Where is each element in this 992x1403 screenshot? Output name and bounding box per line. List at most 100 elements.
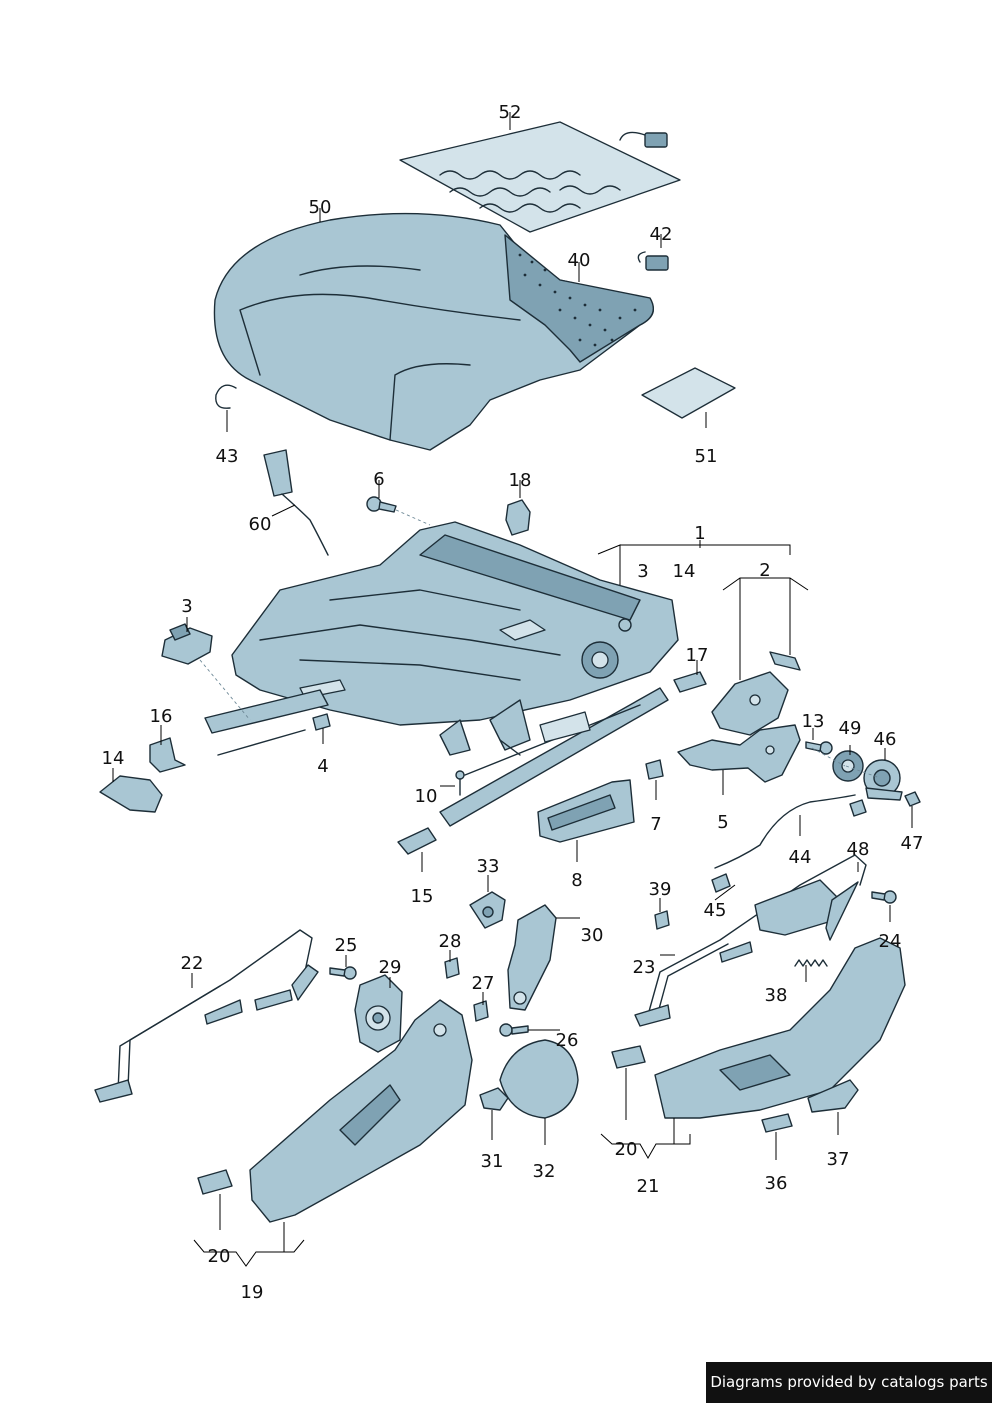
part-19-side-trim[interactable] xyxy=(249,999,473,1223)
part-36-clip[interactable] xyxy=(761,1113,793,1133)
part-46-disc[interactable] xyxy=(863,759,903,801)
callout-50: 50 xyxy=(308,197,332,218)
callout-28: 28 xyxy=(438,931,462,952)
part-5-bracket[interactable] xyxy=(677,724,801,783)
callout-5: 5 xyxy=(717,812,729,833)
part-51-pad[interactable] xyxy=(641,367,736,419)
callout-44: 44 xyxy=(788,847,812,868)
callout-48: 48 xyxy=(846,839,870,860)
callout-31: 31 xyxy=(480,1151,504,1172)
callout-21: 21 xyxy=(636,1176,660,1197)
callout-43: 43 xyxy=(215,446,239,467)
callout-4: 4 xyxy=(317,756,329,777)
part-37-cap[interactable] xyxy=(807,1079,859,1113)
callout-29: 29 xyxy=(378,957,402,978)
callout-37: 37 xyxy=(826,1149,850,1170)
callout-13: 13 xyxy=(801,711,825,732)
callout-36: 36 xyxy=(764,1173,788,1194)
part-38-spring[interactable] xyxy=(794,959,828,967)
part-8-side-trim[interactable] xyxy=(537,779,635,843)
part-39-clip[interactable] xyxy=(654,910,670,930)
callout-30: 30 xyxy=(580,925,604,946)
callout-1: 1 xyxy=(694,523,706,544)
callout-3-group: 3 xyxy=(637,561,649,582)
part-2-drive-unit[interactable] xyxy=(711,651,801,736)
part-49-gear[interactable] xyxy=(832,750,864,782)
callout-27: 27 xyxy=(471,973,495,994)
callout-32: 32 xyxy=(532,1161,556,1182)
callout-15: 15 xyxy=(410,886,434,907)
callout-42: 42 xyxy=(649,224,673,245)
part-7-clip[interactable] xyxy=(645,759,664,780)
part-15-clip[interactable] xyxy=(397,827,437,855)
callout-49: 49 xyxy=(838,718,862,739)
part-28-clip[interactable] xyxy=(444,957,460,979)
callout-14: 14 xyxy=(101,748,125,769)
part-26-screw[interactable] xyxy=(499,1023,529,1037)
callout-33: 33 xyxy=(476,856,500,877)
part-33-knob[interactable] xyxy=(469,891,506,929)
part-20-clip-b[interactable] xyxy=(197,1169,233,1195)
callout-20-left: 20 xyxy=(207,1246,231,1267)
callout-60: 60 xyxy=(248,514,272,535)
part-48-clip[interactable] xyxy=(849,799,867,817)
part-60-belt-buckle[interactable] xyxy=(263,449,329,556)
part-42-connector[interactable] xyxy=(637,251,669,271)
attribution-footer: Diagrams provided by catalogs parts xyxy=(706,1362,992,1403)
part-44-cable[interactable] xyxy=(714,794,856,869)
part-25-screw[interactable] xyxy=(329,966,357,980)
callout-6: 6 xyxy=(373,469,385,490)
part-3-seat-motor[interactable] xyxy=(161,623,213,665)
part-22-frame-tube[interactable] xyxy=(94,929,319,1103)
part-16-bracket[interactable] xyxy=(149,737,186,773)
part-21-side-trim[interactable] xyxy=(654,937,906,1119)
callout-47: 47 xyxy=(900,833,924,854)
callout-18: 18 xyxy=(508,470,532,491)
part-18-clip[interactable] xyxy=(505,499,531,536)
part-23-frame-tube[interactable] xyxy=(634,854,867,1027)
seat-frame-assembly[interactable] xyxy=(204,521,679,827)
part-17-cap[interactable] xyxy=(673,671,707,693)
callout-3: 3 xyxy=(181,596,193,617)
callout-16: 16 xyxy=(149,706,173,727)
callout-14-group: 14 xyxy=(672,561,696,582)
callout-19: 19 xyxy=(240,1282,264,1303)
part-27-clip[interactable] xyxy=(473,1000,489,1022)
callout-17: 17 xyxy=(685,645,709,666)
callout-25: 25 xyxy=(334,935,358,956)
callout-8: 8 xyxy=(571,870,583,891)
callout-52: 52 xyxy=(498,102,522,123)
part-31-plug[interactable] xyxy=(479,1087,509,1111)
part-30-lever[interactable] xyxy=(507,904,557,1011)
callout-40: 40 xyxy=(567,250,591,271)
part-20-clip[interactable] xyxy=(611,1045,646,1069)
part-47-clip[interactable] xyxy=(904,791,921,807)
callout-23: 23 xyxy=(632,957,656,978)
callout-22: 22 xyxy=(180,953,204,974)
part-24-screw[interactable] xyxy=(871,890,897,904)
part-14-cover[interactable] xyxy=(99,775,163,813)
part-52-seat-heating-element[interactable] xyxy=(399,121,681,233)
callout-7: 7 xyxy=(650,814,662,835)
part-50-seat-cushion[interactable] xyxy=(213,212,654,451)
part-4-clip[interactable] xyxy=(312,713,331,731)
callout-38: 38 xyxy=(764,985,788,1006)
callout-20-right: 20 xyxy=(614,1139,638,1160)
leader-lines xyxy=(112,112,913,1267)
part-29-cover-plate[interactable] xyxy=(354,974,403,1053)
callout-51: 51 xyxy=(694,446,718,467)
callout-45: 45 xyxy=(703,900,727,921)
callout-2: 2 xyxy=(759,560,771,581)
callout-24: 24 xyxy=(878,931,902,952)
callout-46: 46 xyxy=(873,729,897,750)
part-6-bolt[interactable] xyxy=(366,496,397,513)
part-10-screw[interactable] xyxy=(455,770,465,796)
part-13-bolt[interactable] xyxy=(805,741,833,755)
callout-39: 39 xyxy=(648,879,672,900)
callout-10: 10 xyxy=(414,786,438,807)
part-45-connector[interactable] xyxy=(711,873,731,893)
part-32-cap[interactable] xyxy=(499,1039,579,1119)
callout-26: 26 xyxy=(555,1030,579,1051)
part-43-clip[interactable] xyxy=(215,384,237,409)
